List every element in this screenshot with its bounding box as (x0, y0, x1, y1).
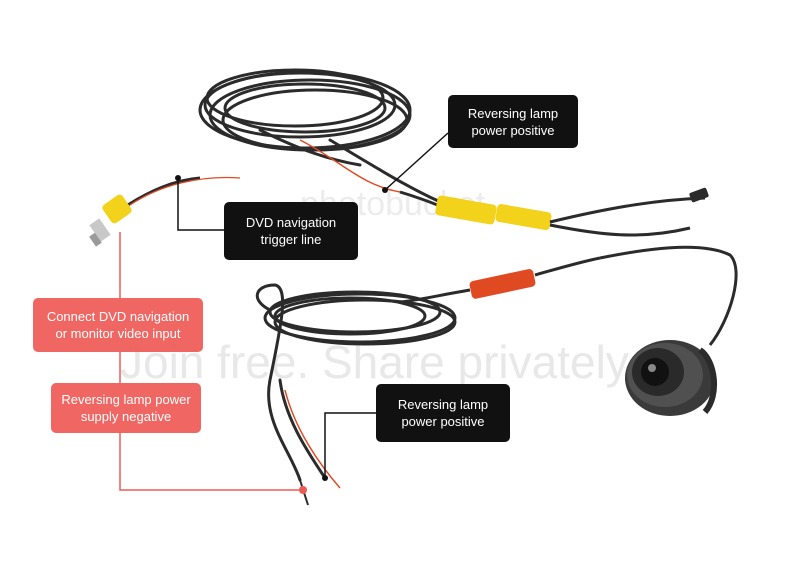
leader-dots (175, 175, 388, 481)
red-leader-dot (299, 486, 307, 494)
callout-reversing-lamp-top: Reversing lamp power positive (448, 95, 578, 148)
top-cable-coil (198, 68, 457, 210)
callout-line: power positive (471, 122, 555, 138)
camera-body (625, 340, 718, 416)
bottom-cable-coil (256, 283, 457, 482)
black-lead-right (549, 196, 706, 224)
callout-dvd-trigger: DVD navigation trigger line (224, 202, 358, 260)
callout-line: or monitor video input (55, 326, 181, 341)
bottom-red-wire (284, 389, 341, 489)
leader-lines (177, 132, 449, 478)
camera-cable (599, 245, 738, 346)
rca-plug-left (89, 176, 241, 247)
callout-reversing-lamp-bottom: Reversing lamp power positive (376, 384, 510, 442)
rca-coupler-middle (399, 190, 691, 237)
red-power-connector (399, 256, 601, 304)
callout-line: Reversing lamp power (61, 392, 191, 407)
callout-line: Reversing lamp (397, 397, 489, 412)
callout-lamp-negative: Reversing lamp power supply negative (51, 383, 201, 433)
callout-line: Connect DVD navigation (46, 309, 190, 324)
callout-line: Reversing lamp (467, 105, 559, 121)
callout-line: trigger line (260, 232, 322, 247)
red-leader-lines (119, 232, 303, 491)
callout-video-input: Connect DVD navigation or monitor video … (33, 298, 203, 352)
callout-line: power positive (401, 414, 485, 429)
top-red-wire (299, 139, 401, 193)
callout-line: DVD navigation (245, 215, 337, 230)
callout-line: supply negative (80, 409, 172, 424)
